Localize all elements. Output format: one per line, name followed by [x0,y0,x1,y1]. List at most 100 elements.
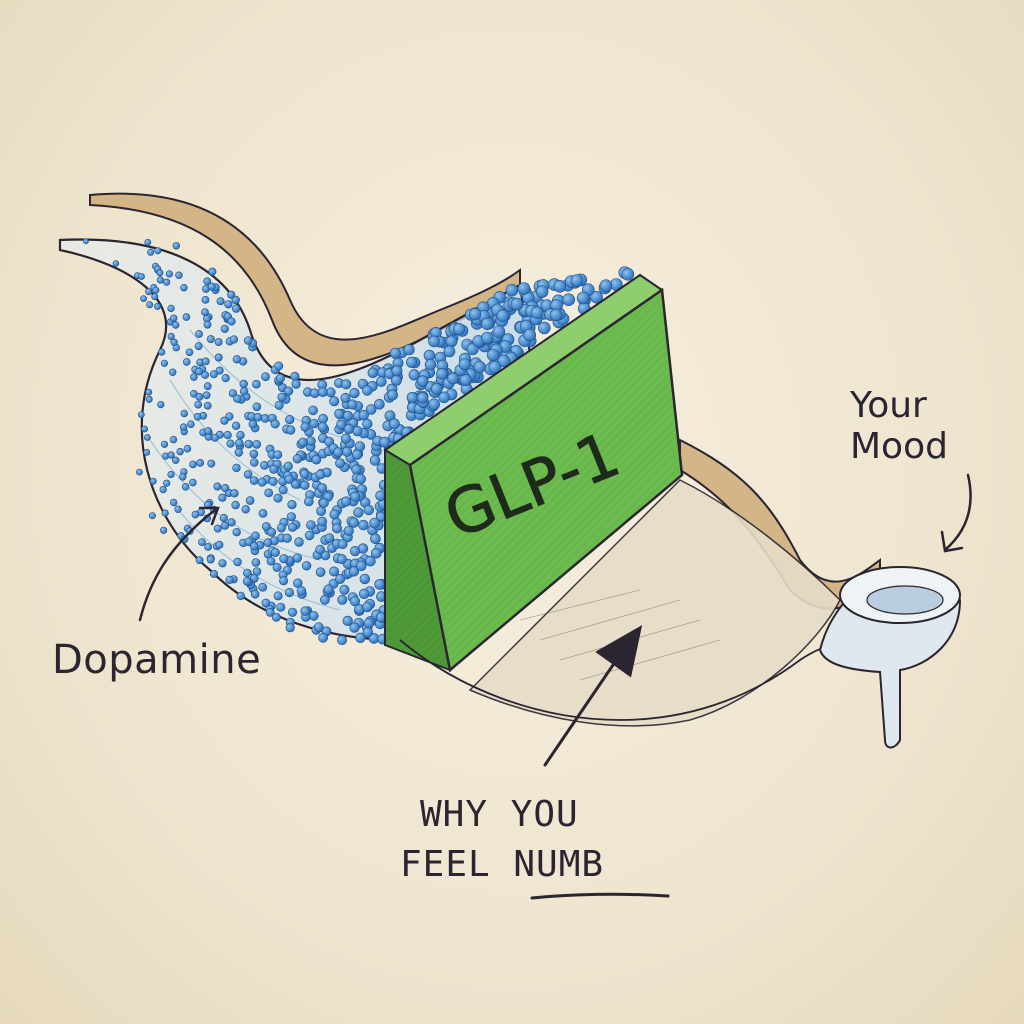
dopamine-particle [469,308,482,321]
dopamine-particle [175,271,183,279]
dopamine-particle [279,554,289,564]
dopamine-particle [323,584,334,595]
dopamine-particle [163,278,171,286]
dopamine-particle [492,325,506,339]
dopamine-particle [342,615,353,627]
dopamine-particle [329,509,340,520]
dopamine-particle [232,463,241,473]
dopamine-particle [365,404,377,415]
dopamine-particle [458,358,471,371]
dopamine-particle [505,283,519,297]
dopamine-particle [374,398,385,410]
dopamine-particle [206,335,215,344]
dopamine-particle [170,498,178,507]
dopamine-particle [172,242,181,250]
numb-emphasis: NUMB [513,844,605,886]
dopamine-particle [261,522,271,531]
dopamine-particle [369,517,380,529]
dopamine-particle [286,425,296,435]
dopamine-particle [152,286,160,294]
dopamine-particle [226,439,235,448]
dopamine-particle [112,260,120,267]
numb-line2-plain: FEEL [400,844,514,886]
dopamine-particle [459,373,472,386]
dopamine-particle [160,440,169,448]
dopamine-particle [273,493,283,503]
dopamine-particle [156,269,164,277]
arrow-numb-icon [543,625,643,767]
dopamine-particle [313,622,324,632]
dopamine-particle [185,348,194,357]
dopamine-particle [163,479,171,487]
dopamine-particle [190,373,198,381]
dopamine-particle [176,447,184,456]
dopamine-particle [349,545,361,557]
dopamine-particle [284,386,294,396]
dopamine-particle [135,468,143,476]
dopamine-particle [481,331,494,345]
dopamine-particle [232,527,241,537]
dopamine-particle [193,412,202,421]
dopamine-particle [269,464,279,474]
dopamine-particle [285,623,295,633]
dopamine-particle [335,458,346,469]
dopamine-particle [274,361,284,371]
dopamine-particle [230,489,239,498]
dopamine-particle [274,400,284,410]
dopamine-particle [298,437,308,447]
dopamine-particle [273,450,283,460]
dopamine-particle [406,392,418,404]
your-mood-line2: Mood [850,426,948,468]
dopamine-particle [316,506,326,516]
dopamine-particle [287,607,298,617]
dopamine-particle [363,504,374,516]
dopamine-particle [358,409,369,421]
dopamine-particle [196,458,205,467]
dopamine-particle [599,279,613,293]
floor-shadow [468,479,841,727]
dopamine-particle [424,358,437,371]
dopamine-particle [287,500,297,510]
dopamine-particle [341,446,353,457]
dopamine-particle [362,385,373,396]
dopamine-particle [296,586,307,596]
dopamine-particle [329,396,340,407]
dopamine-particle [167,451,175,459]
dopamine-particle [306,436,316,447]
dopamine-particle [202,391,211,400]
dopamine-particle [194,342,203,351]
dopamine-particle [208,267,217,276]
dopamine-particle [219,513,228,523]
dopamine-particle [282,533,292,543]
dopamine-particle [257,477,267,487]
dopamine-particle [391,365,403,377]
dopamine-particle [276,602,286,612]
dopamine-particle [317,387,328,397]
dopamine-particle [148,512,156,520]
dopamine-particle [343,525,354,536]
dopamine-particle [300,422,310,432]
dopamine-particle [160,359,168,367]
dopamine-particle [143,448,151,456]
dopamine-particle [278,485,288,495]
dopamine-particle [218,493,227,502]
dopamine-particle [355,473,366,485]
dopamine-particle [530,306,544,320]
dopamine-particle [253,412,263,422]
dopamine-particle [198,538,206,546]
dopamine-particle [362,418,373,430]
dopamine-particle [156,276,164,284]
dopamine-particle [218,559,227,568]
dopamine-particle [233,557,242,567]
dopamine-particle [261,598,271,608]
dopamine-particle [275,373,285,383]
dopamine-particle [216,297,225,306]
dopamine-particle [83,238,89,245]
dopamine-particle [203,320,212,329]
dopamine-particle [300,606,310,616]
dopamine-particle [201,295,210,304]
dopamine-particle [292,553,303,563]
dopamine-particle [195,556,204,565]
dopamine-particle [195,367,203,376]
